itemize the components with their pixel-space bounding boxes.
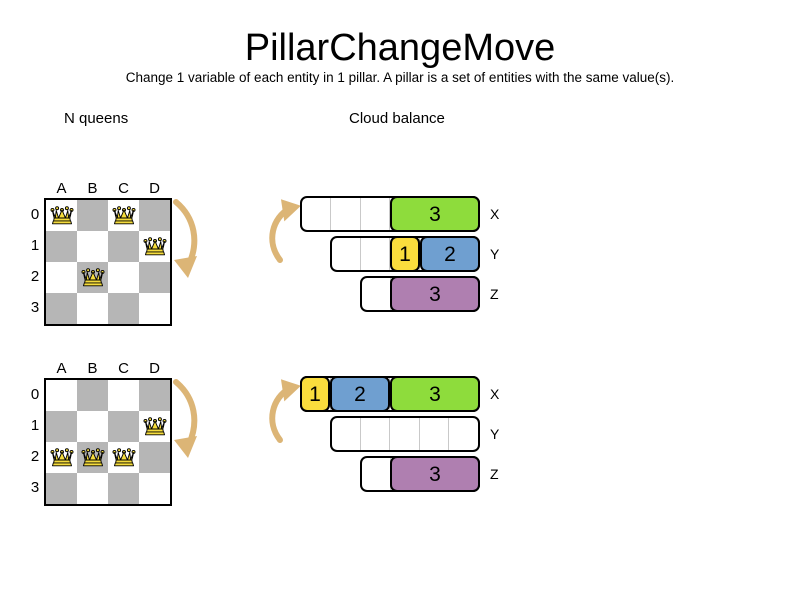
board-cell-A2[interactable] (46, 262, 77, 293)
board-rank-label-2: 2 (30, 448, 40, 465)
board-rank-label-0: 0 (30, 206, 40, 223)
capacity-slot (361, 238, 391, 270)
capacity-slot (332, 238, 362, 270)
board-cell-C1[interactable] (108, 231, 139, 262)
board-cell-A3[interactable] (46, 473, 77, 504)
board-cell-D0[interactable] (139, 380, 170, 411)
board-file-label-C: C (118, 360, 129, 377)
board-rank-label-1: 1 (30, 417, 40, 434)
board-cell-B3[interactable] (77, 293, 108, 324)
board-file-label-C: C (118, 180, 129, 197)
computer-row-Y: Y (330, 416, 499, 452)
capacity-slot (331, 198, 361, 230)
process-block-2[interactable]: 2 (420, 236, 480, 272)
board-cell-D2[interactable] (139, 262, 170, 293)
board-cell-A2[interactable] (46, 442, 77, 473)
board-file-label-D: D (149, 360, 160, 377)
capacity-slot (420, 418, 449, 450)
capacity-slot (362, 458, 392, 490)
board-cell-D1[interactable] (139, 231, 170, 262)
board-box (44, 198, 172, 326)
board-rank-label-3: 3 (30, 479, 40, 496)
process-block-2[interactable]: 2 (330, 376, 390, 412)
board-file-label-B: B (87, 180, 98, 197)
board-box (44, 378, 172, 506)
process-block-3[interactable]: 3 (390, 196, 480, 232)
computer-capacity-bar-Y[interactable] (330, 416, 480, 452)
board-cell-D3[interactable] (139, 473, 170, 504)
page-subtitle: Change 1 variable of each entity in 1 pi… (125, 70, 675, 85)
board-cell-D2[interactable] (139, 442, 170, 473)
board-cell-D3[interactable] (139, 293, 170, 324)
process-block-1[interactable]: 1 (300, 376, 330, 412)
capacity-slot (390, 418, 420, 450)
section-caption-nqueens: N queens (64, 110, 129, 127)
cloud-arrow-up-icon (268, 196, 304, 271)
computer-label-X: X (490, 206, 500, 222)
board-cell-A1[interactable] (46, 231, 77, 262)
board-cell-C2[interactable] (108, 262, 139, 293)
board-file-label-A: A (56, 180, 67, 197)
board-rank-label-3: 3 (30, 299, 40, 316)
board-cell-C3[interactable] (108, 473, 139, 504)
board-file-label-B: B (87, 360, 98, 377)
chessboard-grid: A B C D 0 1 2 3 (28, 360, 172, 508)
process-block-3[interactable]: 3 (390, 376, 480, 412)
section-caption-cloud: Cloud balance (349, 110, 445, 127)
board-cell-D0[interactable] (139, 200, 170, 231)
board-cell-D1[interactable] (139, 411, 170, 442)
process-block-3[interactable]: 3 (390, 456, 480, 492)
chessboard-grid: A B C D 0 1 2 3 (28, 180, 172, 328)
board-cell-B0[interactable] (77, 200, 108, 231)
board-cell-C2[interactable] (108, 442, 139, 473)
board-cell-B3[interactable] (77, 473, 108, 504)
board-cell-C0[interactable] (108, 380, 139, 411)
board-cell-A0[interactable] (46, 380, 77, 411)
chessboard-before: A B C D 0 1 2 3 (28, 180, 172, 328)
board-arrow-down-icon (168, 376, 204, 467)
capacity-slot (361, 418, 391, 450)
capacity-slot (362, 278, 392, 310)
capacity-slot (332, 418, 362, 450)
capacity-slot (449, 418, 478, 450)
process-block-1[interactable]: 1 (390, 236, 420, 272)
board-file-label-A: A (56, 360, 67, 377)
computer-label-Z: Z (490, 466, 499, 482)
page-title: PillarChangeMove (244, 27, 556, 69)
board-cell-B1[interactable] (77, 231, 108, 262)
computer-label-X: X (490, 386, 500, 402)
cloud-arrow-up-icon (268, 376, 304, 451)
board-cell-A3[interactable] (46, 293, 77, 324)
board-rank-label-0: 0 (30, 386, 40, 403)
board-rank-label-2: 2 (30, 268, 40, 285)
chessboard-after: A B C D 0 1 2 3 (28, 360, 172, 508)
computer-label-Y: Y (490, 426, 500, 442)
computer-label-Z: Z (490, 286, 499, 302)
board-cell-B2[interactable] (77, 442, 108, 473)
board-cell-B0[interactable] (77, 380, 108, 411)
board-cell-B1[interactable] (77, 411, 108, 442)
board-cell-A0[interactable] (46, 200, 77, 231)
board-rank-label-1: 1 (30, 237, 40, 254)
board-cell-B2[interactable] (77, 262, 108, 293)
board-cell-C0[interactable] (108, 200, 139, 231)
board-cell-A1[interactable] (46, 411, 77, 442)
board-arrow-down-icon (168, 196, 204, 287)
computer-label-Y: Y (490, 246, 500, 262)
process-block-3[interactable]: 3 (390, 276, 480, 312)
capacity-slot (361, 198, 391, 230)
board-cell-C3[interactable] (108, 293, 139, 324)
board-file-label-D: D (149, 180, 160, 197)
board-cell-C1[interactable] (108, 411, 139, 442)
capacity-slot (302, 198, 332, 230)
